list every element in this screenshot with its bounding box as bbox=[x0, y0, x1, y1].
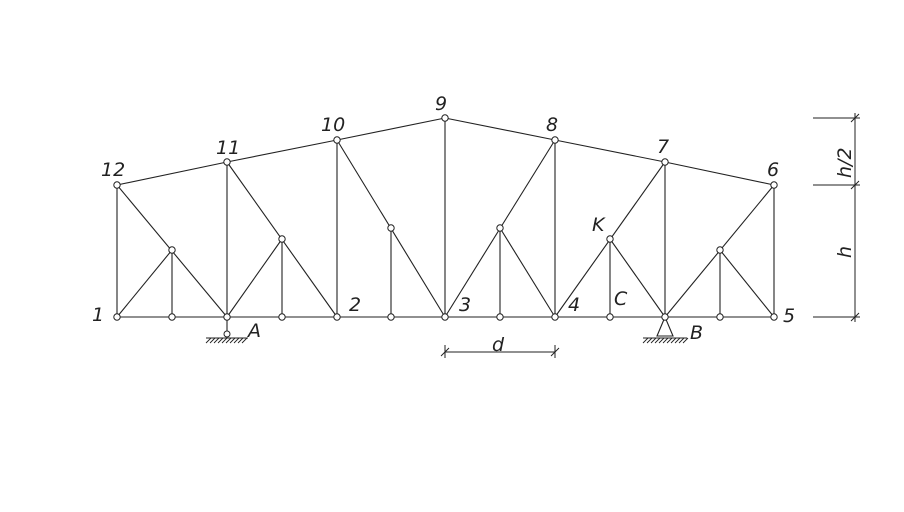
ground-hatch bbox=[670, 337, 677, 344]
truss-member bbox=[664, 161, 775, 186]
ground-hatch bbox=[217, 337, 224, 344]
truss-joint bbox=[223, 313, 231, 321]
ground-hatch bbox=[642, 337, 649, 344]
node-label-10: 10 bbox=[321, 114, 345, 136]
support-b bbox=[642, 315, 689, 344]
truss-joint bbox=[387, 313, 395, 321]
truss-member bbox=[554, 139, 666, 163]
truss-member bbox=[116, 249, 173, 318]
node-label-9: 9 bbox=[435, 93, 447, 115]
truss-joint bbox=[441, 313, 449, 321]
ground-hatch bbox=[666, 337, 673, 344]
ground-hatch bbox=[225, 337, 232, 344]
ground-hatch bbox=[654, 337, 661, 344]
truss-joint bbox=[223, 158, 231, 166]
truss-member bbox=[719, 249, 775, 318]
point-label-k: K bbox=[592, 214, 606, 236]
ground-hatch bbox=[237, 337, 244, 344]
truss-joint bbox=[606, 235, 614, 243]
truss-member bbox=[609, 238, 666, 318]
truss-joint bbox=[113, 313, 121, 321]
support-a bbox=[205, 317, 248, 344]
truss-joint bbox=[496, 313, 504, 321]
truss-joints bbox=[113, 114, 778, 321]
ground-hatch bbox=[650, 337, 657, 344]
node-label-4: 4 bbox=[568, 294, 580, 316]
truss-member bbox=[336, 117, 446, 141]
ground-hatch bbox=[233, 337, 240, 344]
truss-joint bbox=[278, 313, 286, 321]
node-label-12: 12 bbox=[101, 159, 125, 181]
node-label-2: 2 bbox=[349, 294, 361, 316]
truss-joint bbox=[113, 181, 121, 189]
truss-member bbox=[444, 117, 556, 141]
node-label-1: 1 bbox=[92, 304, 104, 326]
truss-joint bbox=[387, 224, 395, 232]
node-label-8: 8 bbox=[546, 114, 558, 136]
dimension-label-d: d bbox=[492, 334, 505, 356]
truss-joint bbox=[496, 224, 504, 232]
truss-member bbox=[499, 227, 556, 318]
ground-hatch bbox=[662, 337, 669, 344]
ground-hatch bbox=[241, 337, 248, 344]
truss-joint bbox=[716, 313, 724, 321]
truss-member bbox=[116, 161, 228, 186]
truss-joint bbox=[551, 313, 559, 321]
point-label-c: C bbox=[614, 288, 628, 310]
truss-joint bbox=[168, 313, 176, 321]
dimension-label-h-half: h/2 bbox=[834, 147, 856, 178]
node-label-5: 5 bbox=[783, 305, 795, 327]
dimension-label-h: h bbox=[834, 246, 856, 258]
truss-joint bbox=[606, 313, 614, 321]
truss-joint bbox=[278, 235, 286, 243]
ground-hatch bbox=[205, 337, 212, 344]
truss-joint bbox=[770, 181, 778, 189]
truss-joint bbox=[168, 246, 176, 254]
truss-member bbox=[226, 139, 338, 163]
dimension-h bbox=[813, 113, 860, 322]
ground-hatch bbox=[646, 337, 653, 344]
ground-hatch bbox=[658, 337, 665, 344]
ground-hatch bbox=[221, 337, 228, 344]
support-label-b: B bbox=[690, 322, 703, 344]
ground-hatch bbox=[209, 337, 216, 344]
node-label-6: 6 bbox=[767, 159, 779, 181]
truss-joint bbox=[770, 313, 778, 321]
node-label-11: 11 bbox=[216, 137, 240, 159]
truss-joint bbox=[333, 136, 341, 144]
node-label-3: 3 bbox=[459, 294, 471, 316]
truss-joint bbox=[661, 158, 669, 166]
ground-hatch bbox=[682, 337, 689, 344]
truss-joint bbox=[333, 313, 341, 321]
truss-joint bbox=[441, 114, 449, 122]
supports bbox=[205, 315, 689, 344]
support-label-a: A bbox=[246, 320, 261, 342]
node-label-7: 7 bbox=[657, 136, 669, 158]
ground-hatch bbox=[678, 337, 685, 344]
truss-joint bbox=[551, 136, 559, 144]
truss-member bbox=[226, 238, 283, 318]
truss-joint bbox=[716, 246, 724, 254]
dimension-d bbox=[440, 345, 560, 358]
ground-hatch bbox=[229, 337, 236, 344]
ground-hatch bbox=[674, 337, 681, 344]
truss-joint bbox=[661, 313, 669, 321]
ground-hatch bbox=[213, 337, 220, 344]
